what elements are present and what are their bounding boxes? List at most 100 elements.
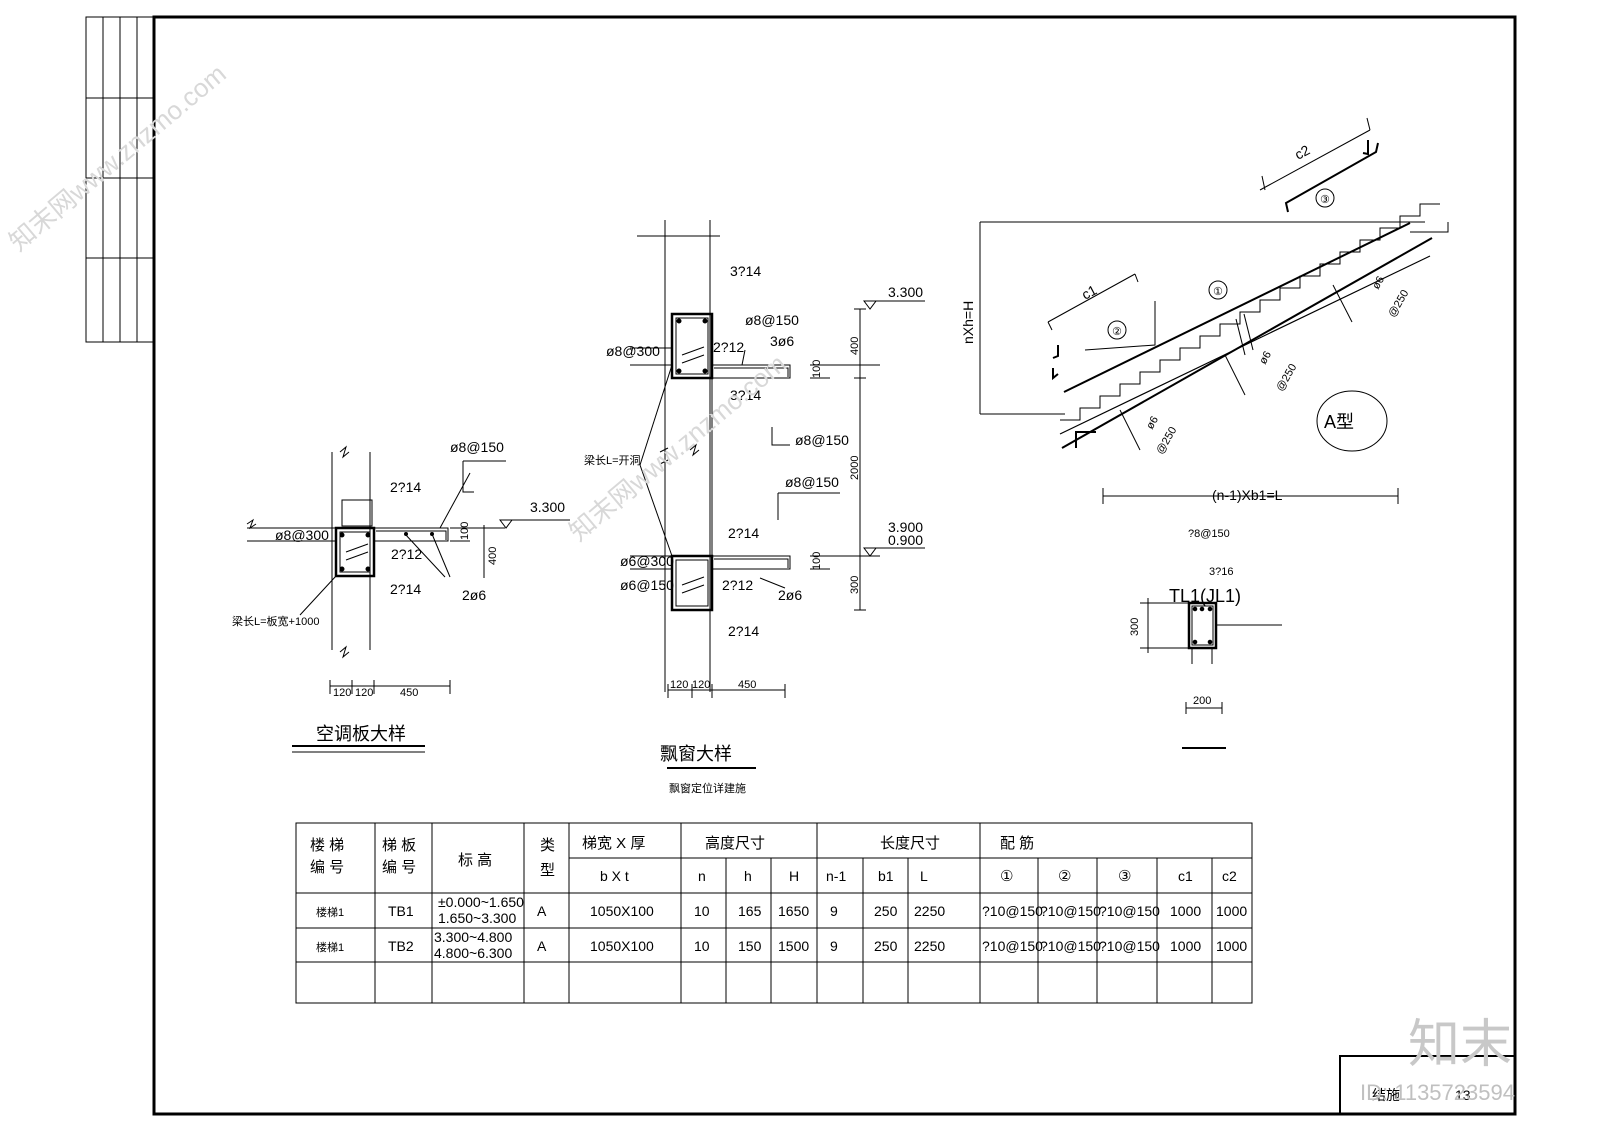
td-type: A bbox=[537, 903, 547, 919]
th-H: H bbox=[789, 868, 799, 884]
bay-label-2-12b: 2?12 bbox=[722, 577, 753, 593]
td-elev2: 1.650~3.300 bbox=[438, 910, 516, 926]
stair-length-label: (n-1)Xb1=L bbox=[1212, 487, 1283, 503]
bay-label-2-14b: 2?14 bbox=[728, 623, 759, 639]
bay-label-beam: 梁长L=开洞 bbox=[584, 453, 641, 467]
ac-label-elev: 3.300 bbox=[530, 499, 565, 515]
td-H: 1500 bbox=[778, 938, 809, 954]
td-elev2: 4.800~6.300 bbox=[434, 945, 512, 961]
title-block-number: 13 bbox=[1455, 1087, 1471, 1103]
stair-at250a: @250 bbox=[1386, 288, 1411, 320]
th-r3: ③ bbox=[1118, 868, 1131, 885]
table-row-2: 楼梯1 TB2 3.300~4.800 4.800~6.300 A 1050X1… bbox=[316, 929, 1247, 961]
stair-at250c: @250 bbox=[1154, 425, 1179, 457]
td-r1: ?10@150 bbox=[982, 938, 1043, 954]
stair-nxh-label: nXh=H bbox=[960, 301, 976, 344]
stair-a-labels: A型 nXh=H c1 c2 ① ② ③ ø6 @250 ø6 @250 ø6 … bbox=[960, 141, 1411, 503]
tl1-label: TL1(JL1) bbox=[1169, 586, 1241, 606]
td-b1: 250 bbox=[874, 938, 898, 954]
bay-label-3-14a: 3?14 bbox=[730, 263, 761, 279]
bay-window-detail bbox=[630, 220, 925, 769]
th-h: h bbox=[744, 868, 752, 884]
stair-bar-2: ② bbox=[1112, 326, 1122, 338]
th-slab-no-2: 编 号 bbox=[382, 859, 416, 876]
th-length-title: 长度尺寸 bbox=[880, 835, 940, 852]
tl1-top-rebar: ?8@150 bbox=[1188, 528, 1230, 540]
bay-label-3-14b: 3?14 bbox=[730, 387, 761, 403]
td-elev1: 3.300~4.800 bbox=[434, 929, 512, 945]
th-L: L bbox=[920, 868, 928, 884]
th-c2: c2 bbox=[1222, 868, 1237, 884]
bay-dim-120b: 120 bbox=[692, 679, 710, 691]
td-stair: 楼梯1 bbox=[316, 940, 344, 954]
stair-a-detail bbox=[979, 117, 1449, 504]
td-n: 10 bbox=[694, 903, 710, 919]
td-type: A bbox=[537, 938, 547, 954]
bay-label-8-150b: ø8@150 bbox=[795, 432, 849, 448]
ac-label-rebar-top: ø8@150 bbox=[450, 439, 504, 455]
td-h: 165 bbox=[738, 903, 762, 919]
th-bxt: b X t bbox=[600, 868, 629, 884]
ac-dim-120b: 120 bbox=[355, 687, 373, 699]
td-r3: ?10@150 bbox=[1099, 903, 1160, 919]
ac-dim-120a: 120 bbox=[333, 687, 351, 699]
stair-bar-3: ③ bbox=[1320, 194, 1330, 206]
th-bxt-title: 梯宽 X 厚 bbox=[582, 835, 645, 852]
td-r3: ?10@150 bbox=[1099, 938, 1160, 954]
th-c1: c1 bbox=[1178, 868, 1193, 884]
stair-bar-1: ① bbox=[1213, 286, 1223, 298]
bay-label-8-150c: ø8@150 bbox=[785, 474, 839, 490]
td-bxt: 1050X100 bbox=[590, 938, 654, 954]
th-n1: n-1 bbox=[826, 868, 846, 884]
ac-slab-detail bbox=[246, 445, 570, 753]
th-type-2: 型 bbox=[540, 862, 555, 879]
tl1-dim-300: 300 bbox=[1129, 618, 1141, 636]
th-height-title: 高度尺寸 bbox=[705, 835, 765, 852]
ac-label-400: 400 bbox=[487, 547, 499, 565]
ac-dim-450: 450 bbox=[400, 687, 418, 699]
tl1-labels: TL1(JL1) ?8@150 3?16 300 200 bbox=[1129, 528, 1241, 707]
bay-title: 飘窗大样 bbox=[660, 744, 732, 764]
bay-elev-top: 3.300 bbox=[888, 284, 923, 300]
td-c1: 1000 bbox=[1170, 903, 1201, 919]
tl1-section bbox=[1140, 598, 1282, 749]
td-stair: 楼梯1 bbox=[316, 905, 344, 919]
title-block-label: 结施 bbox=[1372, 1087, 1400, 1103]
th-stair-no-1: 楼 梯 bbox=[310, 837, 344, 854]
bay-subtitle: 飘窗定位详建施 bbox=[669, 781, 746, 795]
stair-type-label: A型 bbox=[1324, 412, 1354, 432]
ac-label-2-6: 2ø6 bbox=[462, 587, 486, 603]
bay-dim-120a: 120 bbox=[670, 679, 688, 691]
td-r2: ?10@150 bbox=[1040, 938, 1101, 954]
th-elev: 标 高 bbox=[458, 852, 492, 869]
bay-dim-2000: 2000 bbox=[849, 456, 861, 480]
bay-label-8-300: ø8@300 bbox=[606, 343, 660, 359]
bay-elev-mid2: 0.900 bbox=[888, 532, 923, 548]
ac-label-beam: 梁长L=板宽+1000 bbox=[232, 614, 319, 628]
bay-label-6-300: ø6@300 bbox=[620, 553, 674, 569]
watermark-brand: 知末 bbox=[1408, 1016, 1513, 1074]
td-b1: 250 bbox=[874, 903, 898, 919]
td-h: 150 bbox=[738, 938, 762, 954]
td-bxt: 1050X100 bbox=[590, 903, 654, 919]
ac-label-2-14-top: 2?14 bbox=[390, 479, 421, 495]
bay-label-3-6: 3ø6 bbox=[770, 333, 794, 349]
bay-label-2-6: 2ø6 bbox=[778, 587, 802, 603]
td-r1: ?10@150 bbox=[982, 903, 1043, 919]
td-H: 1650 bbox=[778, 903, 809, 919]
ac-label-ring: ø8@300 bbox=[275, 527, 329, 543]
tl1-dim-200: 200 bbox=[1193, 695, 1211, 707]
title-block: 结施 13 bbox=[1339, 1055, 1516, 1115]
stair-phi6c: ø6 bbox=[1144, 414, 1161, 431]
watermark-id: ID: 1135723594 bbox=[1360, 1080, 1515, 1105]
sheet-border bbox=[85, 15, 1517, 1116]
bay-dim-400: 400 bbox=[849, 337, 861, 355]
stair-phi6a: ø6 bbox=[1370, 274, 1387, 291]
table-headers: 楼 梯 编 号 梯 板 编 号 标 高 类 型 梯宽 X 厚 高度尺寸 长度尺寸… bbox=[310, 835, 1237, 885]
bay-dim-100a: 100 bbox=[811, 360, 823, 378]
ac-label-2-12: 2?12 bbox=[391, 546, 422, 562]
td-L: 2250 bbox=[914, 938, 945, 954]
td-elev1: ±0.000~1.650 bbox=[438, 894, 524, 910]
stair-c2-label: c2 bbox=[1292, 141, 1313, 162]
